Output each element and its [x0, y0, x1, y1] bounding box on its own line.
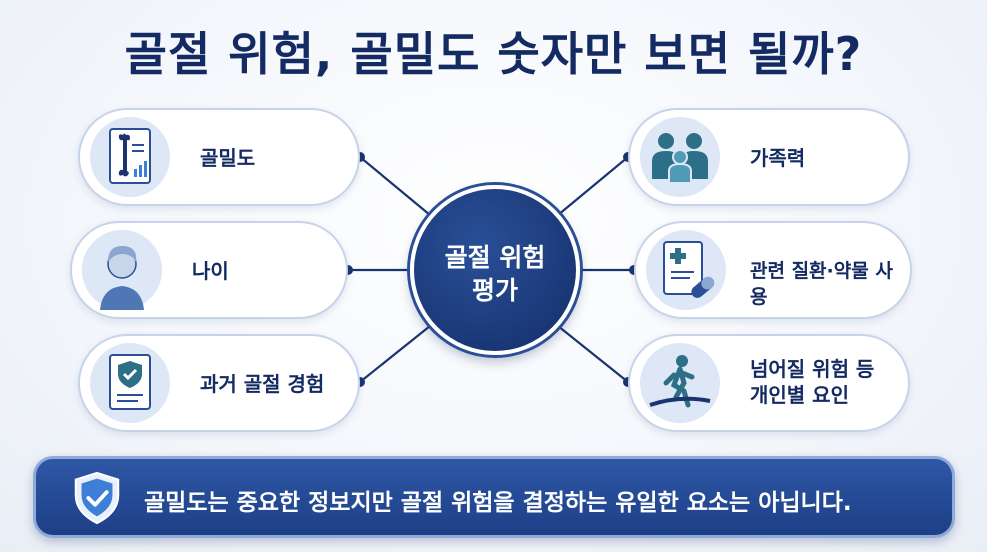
- family-icon: [652, 133, 708, 184]
- page-title: 골절 위험, 골밀도 숫자만 보면 될까?: [124, 27, 863, 81]
- hub-title-line2: 평가: [471, 276, 518, 305]
- factor-label: 과거 골절 경험: [200, 372, 325, 396]
- hub-title-line1: 골절 위험: [444, 243, 546, 272]
- factor-label: 관련 질환·약물 사용: [750, 260, 893, 308]
- factor-label: 나이: [192, 259, 229, 283]
- factor-fall-risk: 넘어질 위험 등 개인별 요인: [628, 334, 910, 432]
- factor-bone-density: 골밀도: [78, 108, 360, 206]
- factor-label-multiline: 넘어질 위험 등 개인별 요인: [750, 356, 874, 408]
- factor-label-line1: 넘어질 위험 등: [750, 357, 875, 381]
- fracture-risk-assessment-hub: 골절 위험 평가: [410, 185, 580, 355]
- balance-walking-icon: [649, 355, 711, 408]
- factor-age: 나이: [70, 221, 348, 319]
- factor-label: 가족력: [750, 146, 806, 170]
- factor-label: 골밀도: [200, 146, 256, 170]
- bone-density-report-icon: [109, 128, 151, 184]
- factor-conditions-medication: 관련 질환·약물 사용: [634, 221, 912, 319]
- factor-past-fracture: 과거 골절 경험: [78, 334, 360, 432]
- elderly-woman-icon: [82, 230, 162, 310]
- banner-message: 골밀도는 중요한 정보지만 골절 위험을 결정하는 유일한 요소는 아닙니다.: [144, 490, 852, 516]
- medical-record-shield-icon: [109, 354, 151, 410]
- factor-family-history: 가족력: [628, 108, 910, 206]
- shield-check-icon: [74, 471, 120, 525]
- key-message-banner: 골밀도는 중요한 정보지만 골절 위험을 결정하는 유일한 요소는 아닙니다.: [33, 456, 955, 538]
- factor-label-line2: 개인별 요인: [750, 383, 849, 407]
- medical-document-pill-icon: [663, 241, 715, 298]
